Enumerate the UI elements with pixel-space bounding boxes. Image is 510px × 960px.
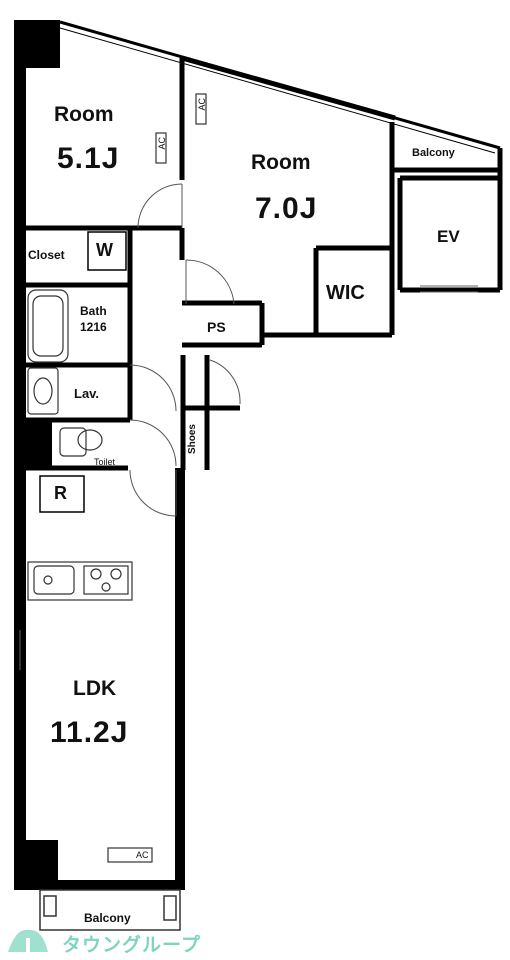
ldk-size: 11.2J [50,716,129,749]
lav-label: Lav. [74,386,100,401]
balcony-bottom-label: Balcony [84,911,131,925]
closet-label: Closet [28,248,65,262]
room-east-size: 7.0J [255,192,318,225]
label-boxes [39,231,127,513]
room-east-label: Room [251,151,311,174]
window-marks [19,285,478,670]
ldk-label: LDK [73,677,117,700]
balcony-top-label: Balcony [412,147,455,159]
refrigerator-label: R [54,483,67,503]
top-window-wall [59,20,501,154]
bath-label: Bath [80,304,107,318]
toilet-label: Toilet [94,457,116,467]
ac-label-west: AC [157,137,167,150]
ps-label: PS [207,319,226,335]
bath-size-label: 1216 [80,320,107,334]
outer-walls [14,20,185,890]
shoes-label: Shoes [187,424,198,455]
interior-walls [26,58,503,471]
tree-icon [8,929,48,952]
ac-label-ldk: AC [136,850,149,860]
wic-label: WIC [326,282,365,304]
room-west-size: 5.1J [57,142,120,175]
washer-label: W [96,240,113,260]
door-swings [129,183,241,517]
ac-label-east: AC [197,98,207,111]
fixtures [27,93,207,863]
bottom-balcony [39,889,181,931]
logo-text: タウングループ [62,935,201,956]
ev-label: EV [437,227,460,246]
brand-logo: タウングループ [2,918,212,958]
room-west-label: Room [54,103,114,126]
